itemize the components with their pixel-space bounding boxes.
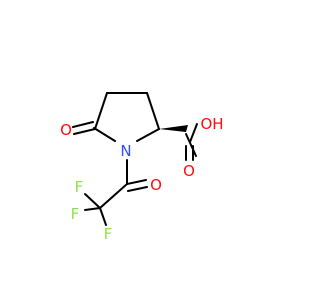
atom-oh: OH <box>200 115 223 133</box>
atom-o-oxo: O <box>60 121 72 139</box>
bond-c2-cooh <box>185 133 197 157</box>
bond-cf3-f1 <box>84 193 101 209</box>
bond-layer <box>72 92 198 226</box>
bond-c3-c2 <box>146 92 160 130</box>
molecule-structure: O N O O OH F F F <box>60 92 224 243</box>
bond-acyl-o-a <box>126 179 147 185</box>
atom-f3: F <box>104 225 113 243</box>
atom-f1: F <box>75 178 84 196</box>
bond-c5-o-oxo-b <box>72 121 94 128</box>
bond-c5-c4 <box>94 92 108 130</box>
bond-cf3-f3 <box>99 207 107 226</box>
bond-cooh-oh <box>189 123 198 143</box>
bond-c2-n <box>136 128 160 142</box>
bond-acyl-o-b <box>127 186 148 192</box>
stereo-wedge <box>159 125 188 132</box>
atom-o-acyl: O <box>150 176 162 194</box>
bond-n-c5 <box>93 127 116 142</box>
bond-cf3-f2 <box>84 207 101 211</box>
atom-o-carbonyl: O <box>183 162 195 180</box>
atom-n: N <box>120 142 131 160</box>
bond-c5-o-oxo-a <box>73 128 96 135</box>
bond-acyl-cf3 <box>99 183 128 209</box>
atom-label-layer: O N O O OH F F F <box>60 115 223 243</box>
atom-f2: F <box>71 205 80 223</box>
